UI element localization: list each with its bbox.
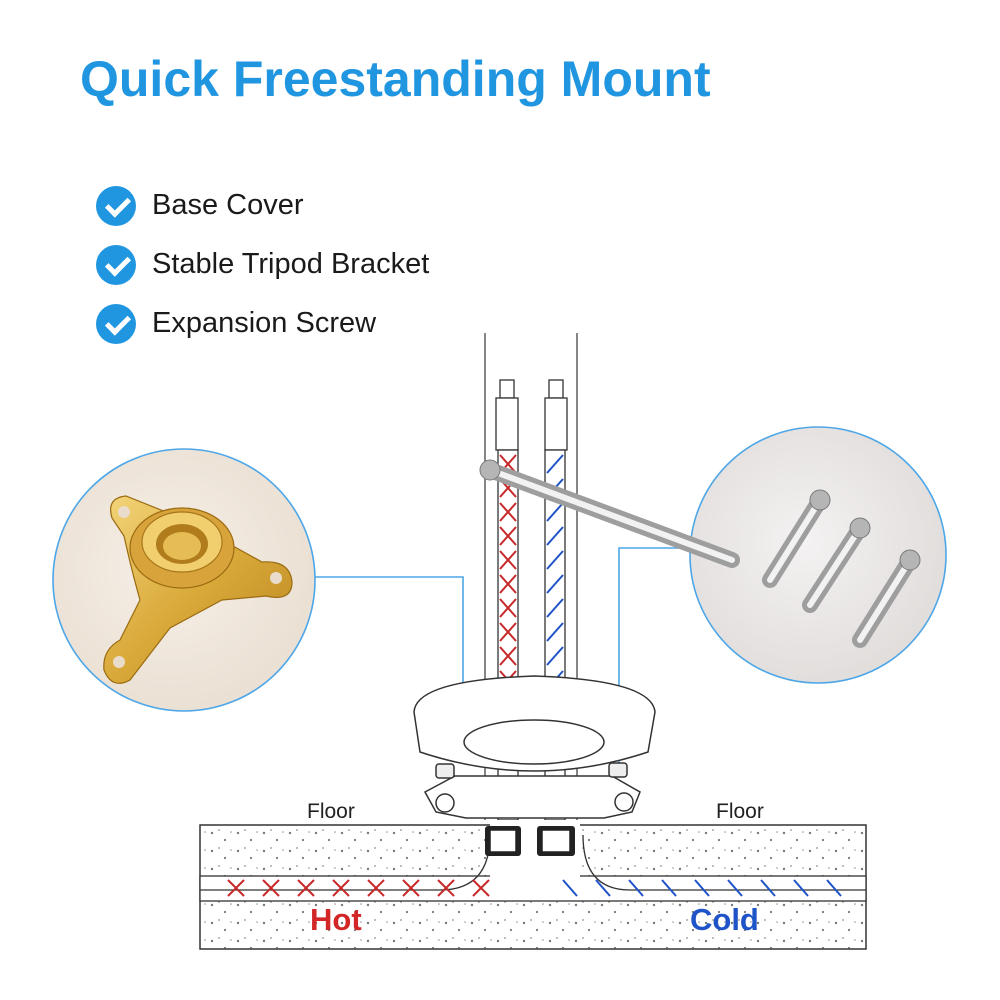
- hot-label: Hot: [310, 902, 362, 937]
- check-circle-icon: [96, 244, 136, 285]
- tripod-bracket-image: [52, 448, 316, 712]
- check-circle-icon: [96, 185, 136, 226]
- check-circle-icon: [96, 303, 136, 344]
- feature-list: Base Cover Stable Tripod Bracket Expansi…: [96, 176, 429, 353]
- base-cover: [413, 675, 656, 819]
- expansion-screws-image: [479, 426, 947, 684]
- feature-label: Base Cover: [152, 189, 304, 221]
- feature-label: Stable Tripod Bracket: [152, 248, 430, 280]
- feature-item: Base Cover: [96, 176, 429, 235]
- page-title: Quick Freestanding Mount: [80, 51, 711, 107]
- floor-right-label: Floor: [716, 800, 764, 823]
- cold-label: Cold: [690, 902, 759, 937]
- feature-item: Stable Tripod Bracket: [96, 235, 429, 294]
- feature-item: Expansion Screw: [96, 294, 429, 353]
- floor-left-label: Floor: [307, 800, 355, 823]
- floor-slab: [199, 820, 867, 950]
- feature-label: Expansion Screw: [152, 307, 377, 339]
